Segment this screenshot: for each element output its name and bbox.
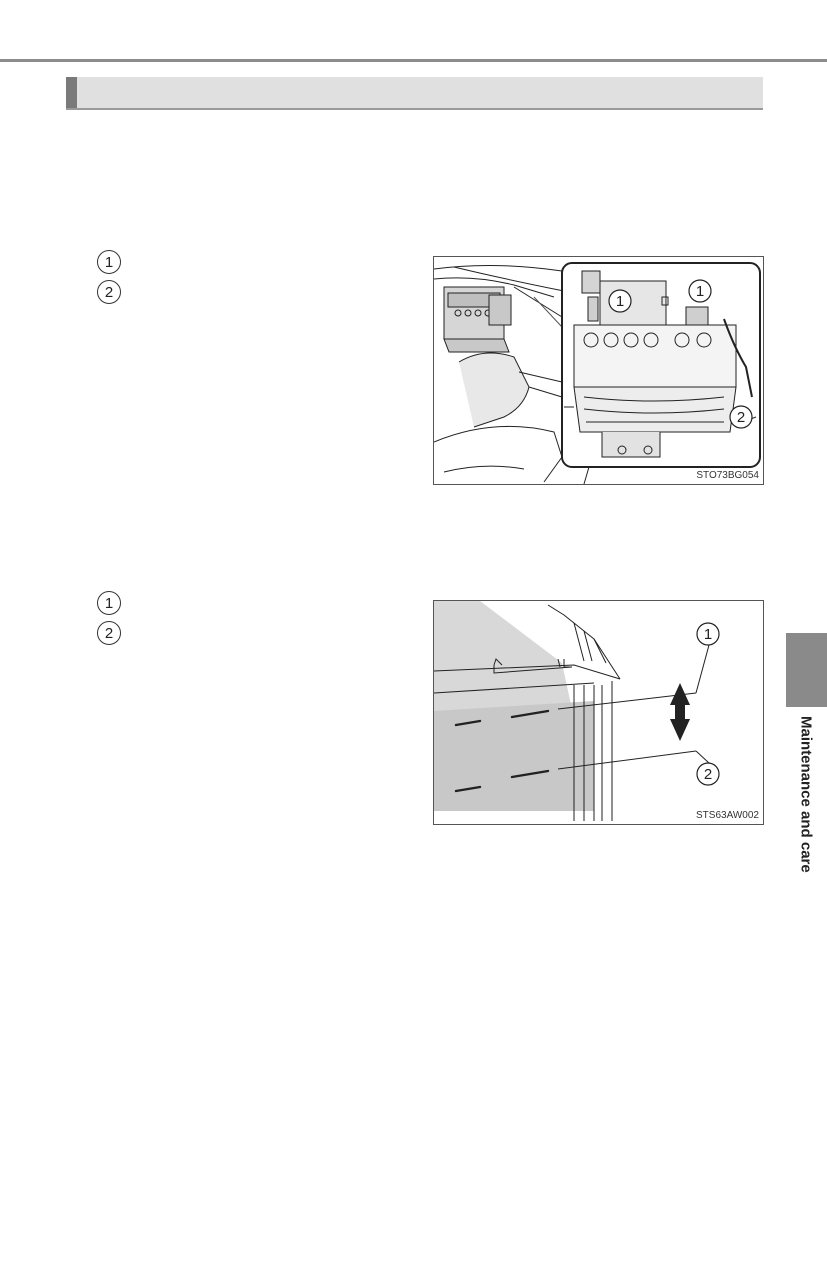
section-heading-accent [66,77,77,108]
figure-code: STS63AW002 [696,810,759,821]
callout-list-2: 1 2 [97,588,121,648]
callout-list-1: 1 2 [97,247,121,307]
chapter-side-label: Maintenance and care [797,716,815,873]
callout-item: 2 [97,618,121,648]
callout-label-upper: 1 [704,626,712,643]
figure-code: STO73BG054 [696,470,759,481]
callout-labels: 1 1 2 [608,279,753,429]
header-rule [0,59,827,62]
section-heading-bar [66,77,763,110]
battery-location-figure: 1 1 2 STO73BG054 [433,256,764,485]
callout-label-2: 2 [737,409,745,426]
callout-number-icon: 1 [97,250,121,274]
callout-item: 2 [97,277,121,307]
callout-number-icon: 2 [97,280,121,304]
callout-labels: 1 2 [696,622,720,786]
callout-label-lower: 2 [704,766,712,783]
callout-label-1b: 1 [696,283,704,300]
callout-number-icon: 2 [97,621,121,645]
battery-location-illustration: 1 1 2 [434,262,761,484]
callout-label-1a: 1 [616,293,624,310]
fluid-level-illustration: 1 2 [434,601,763,824]
level-range-arrow-icon [670,683,690,741]
callout-item: 1 [97,247,121,277]
callout-item: 1 [97,588,121,618]
callout-number-icon: 1 [97,591,121,615]
chapter-thumb-tab [786,633,827,707]
fluid-level-figure: 1 2 STS63AW002 [433,600,764,825]
